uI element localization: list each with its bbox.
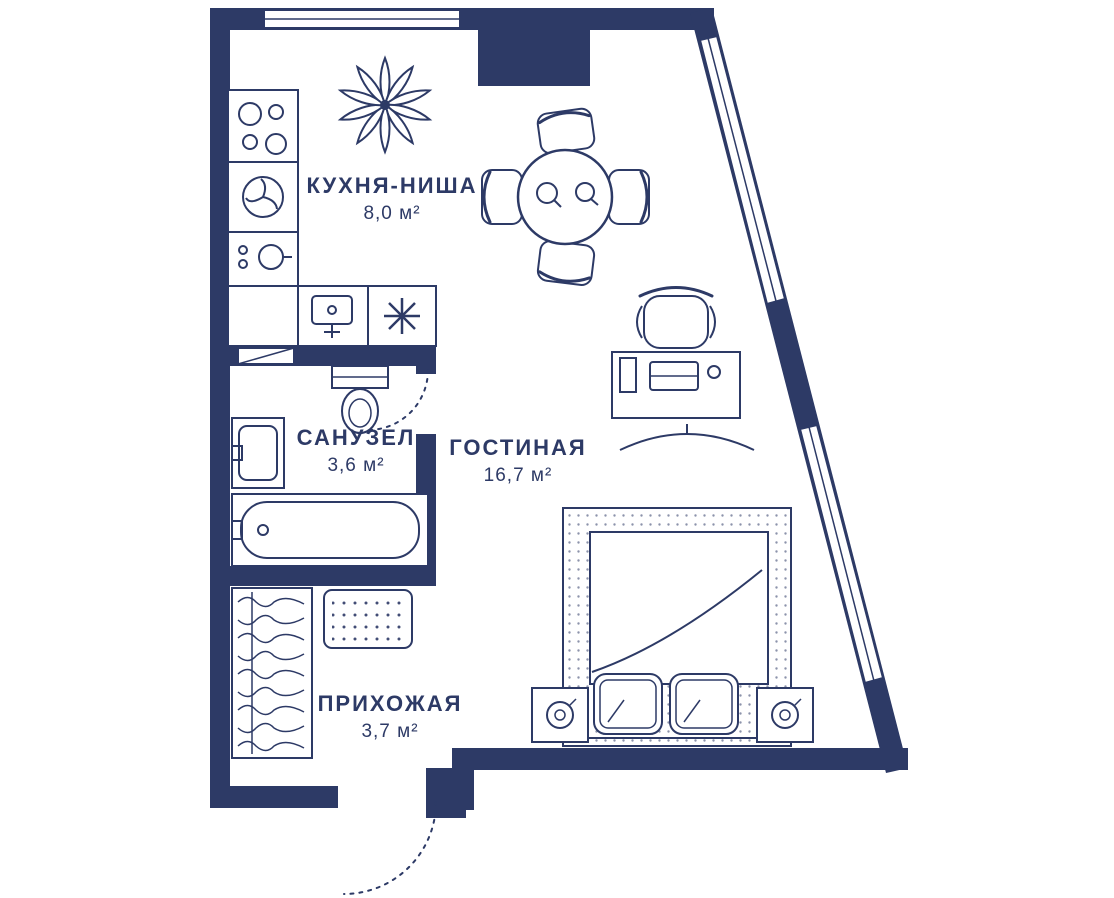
bottom-left-wall bbox=[210, 786, 338, 808]
nightstand-lamp-icon bbox=[756, 687, 814, 743]
desk-mug-icon bbox=[707, 365, 721, 379]
hallway bbox=[231, 587, 437, 895]
entry-door-jamb bbox=[426, 768, 466, 818]
room-label-bathroom: САНУЗЕЛ bbox=[297, 425, 416, 450]
entry-door-swing bbox=[343, 801, 437, 895]
office-chair-armrest bbox=[709, 305, 716, 339]
counter-sink-icon bbox=[311, 295, 353, 338]
dining-chair-icon bbox=[481, 169, 523, 225]
kitchen-fan-icon bbox=[242, 176, 284, 218]
kitchen-oven-icon bbox=[238, 244, 292, 270]
stove-asterisk-icon bbox=[384, 298, 420, 334]
windows bbox=[263, 9, 885, 685]
room-labels: КУХНЯ-НИША 8,0 м² САНУЗЕЛ 3,6 м² ГОСТИНА… bbox=[297, 173, 586, 742]
decor-arc-icon bbox=[619, 433, 755, 451]
pillow-icon bbox=[593, 673, 663, 735]
dining-chair-icon bbox=[608, 169, 650, 225]
office-chair-icon bbox=[643, 295, 709, 349]
room-label-living: ГОСТИНАЯ bbox=[449, 435, 586, 460]
bathroom-bottom-wall bbox=[228, 566, 436, 586]
room-area-hall: 3,7 м² bbox=[361, 721, 418, 742]
sleeping-area bbox=[531, 507, 814, 747]
bathroom bbox=[231, 347, 429, 567]
dining-set bbox=[481, 107, 650, 286]
pillow-icon bbox=[669, 673, 739, 735]
plant-icon bbox=[337, 55, 433, 155]
room-area-living: 16,7 м² bbox=[484, 465, 553, 486]
office-chair-back bbox=[638, 286, 714, 298]
room-label-hall: ПРИХОЖАЯ bbox=[318, 691, 463, 716]
slant-window-lower-midline bbox=[808, 426, 875, 682]
room-area-bathroom: 3,6 м² bbox=[327, 455, 384, 476]
blanket-fold bbox=[591, 569, 763, 673]
dining-table-icon bbox=[516, 148, 614, 246]
bathroom-door-swing bbox=[367, 369, 429, 431]
bathroom-right-wall-upper bbox=[416, 346, 436, 374]
toilet-icon bbox=[331, 365, 389, 434]
nightstand-lamp-icon bbox=[531, 687, 589, 743]
washbasin-icon bbox=[231, 417, 285, 489]
bottom-right-wall bbox=[452, 748, 908, 770]
room-area-kitchen: 8,0 м² bbox=[363, 203, 420, 224]
kitchen-block bbox=[227, 89, 437, 347]
shaft-block bbox=[478, 30, 590, 86]
room-label-kitchen: КУХНЯ-НИША bbox=[306, 173, 477, 198]
bathtub-icon bbox=[231, 493, 429, 567]
table-setting-icon bbox=[536, 182, 599, 208]
left-wall bbox=[210, 8, 230, 808]
office-chair-armrest bbox=[636, 305, 643, 339]
doormat-icon bbox=[323, 589, 413, 649]
blanket bbox=[589, 531, 769, 685]
dining-chair-icon bbox=[536, 240, 596, 286]
slant-window-upper-midline bbox=[707, 37, 777, 302]
cooktop-icon bbox=[238, 102, 287, 155]
dining-chair-icon bbox=[536, 107, 596, 155]
workspace bbox=[611, 286, 755, 451]
desk-speaker-icon bbox=[619, 357, 637, 393]
wardrobe-hangers-icon bbox=[231, 587, 313, 759]
vent-hatch-icon bbox=[237, 347, 295, 365]
